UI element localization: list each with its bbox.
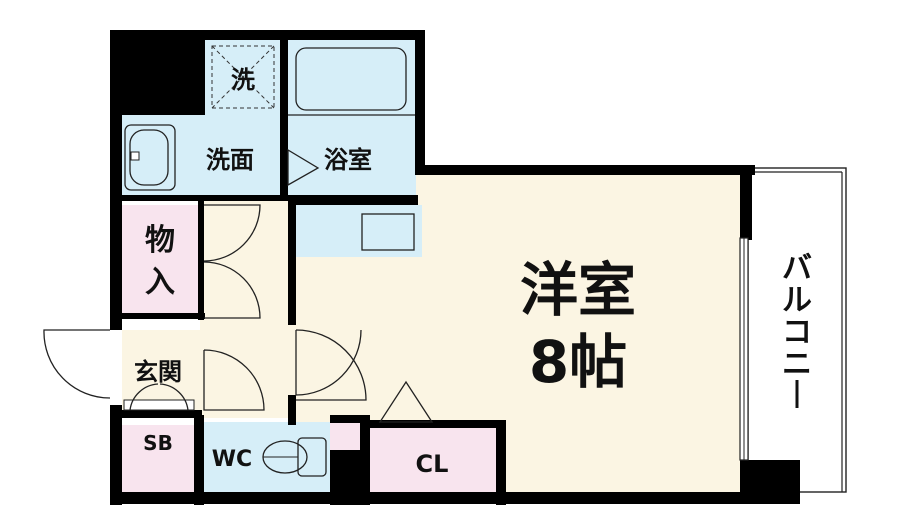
- toilet-label: WC: [212, 447, 252, 472]
- balcony-label: バ ル コ ニ: [782, 251, 812, 408]
- balcony-char-2: ル: [782, 283, 812, 318]
- storage-label: 物 入: [145, 223, 175, 300]
- bath-label: 浴室: [324, 146, 372, 174]
- bathroom-area: [288, 40, 416, 197]
- washroom-label: 洗面: [206, 146, 254, 174]
- balcony-char-1: バ: [782, 251, 812, 286]
- closet-label: CL: [416, 450, 449, 478]
- balcony-area: [747, 167, 847, 493]
- doors: [43, 204, 367, 411]
- western-room-name: 洋室: [520, 256, 636, 324]
- walls: [110, 30, 800, 505]
- toilet-side-storage: [330, 422, 360, 452]
- storage-area: [122, 205, 198, 313]
- shoebox-label: SB: [143, 431, 173, 455]
- bath-door-swing: [287, 148, 320, 187]
- toilet-bowl: [262, 437, 327, 477]
- kitchen-sink: [361, 213, 415, 251]
- kitchen-counter: [296, 205, 422, 257]
- storage-label-char-1: 物: [145, 223, 175, 258]
- balcony-char-3: コ: [782, 315, 812, 350]
- bathtub: [295, 47, 407, 111]
- washing-machine-pan: [211, 45, 275, 109]
- laundry-label: 洗: [231, 66, 255, 94]
- entrance-label: 玄関: [134, 358, 182, 386]
- storage-label-char-2: 入: [145, 265, 175, 300]
- washroom-area: [120, 115, 285, 197]
- western-room-size: 8帖: [529, 328, 627, 396]
- closet-area: [368, 428, 496, 492]
- shoebox-ledge: [123, 399, 195, 411]
- closet-door-mark: [378, 380, 434, 423]
- windows: [739, 237, 749, 461]
- wash-basin: [124, 124, 176, 191]
- hall-floor: [200, 200, 295, 418]
- shoebox-area: [122, 425, 194, 493]
- balcony-char-4: ニ: [782, 347, 812, 382]
